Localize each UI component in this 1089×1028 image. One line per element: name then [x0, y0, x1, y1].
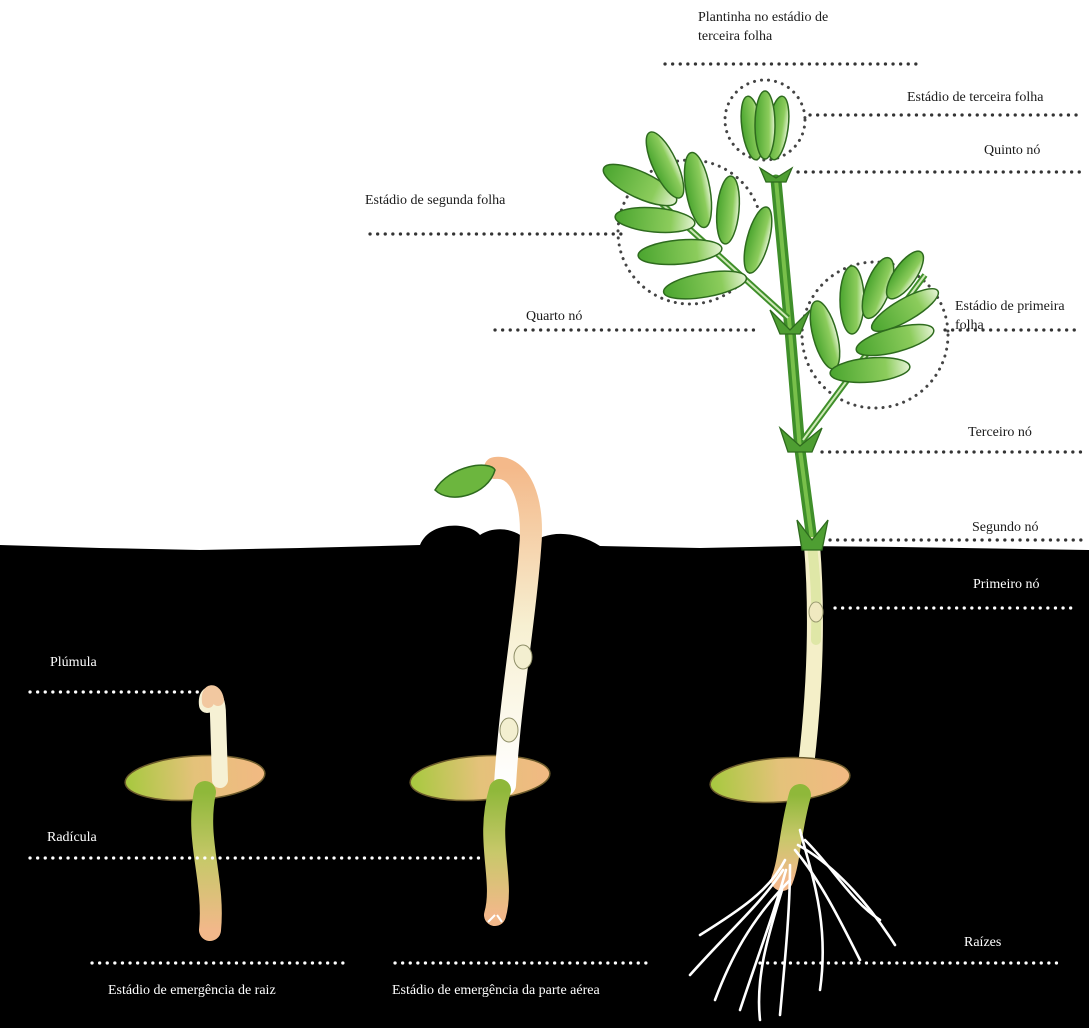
third-leaf	[738, 91, 793, 161]
label-radicle: Radícula	[47, 828, 97, 847]
label-root-emergence-stage: Estádio de emergência de raiz	[108, 981, 276, 1000]
label-top-title: Plantinha no estádio de terceira folha	[698, 8, 868, 46]
left-radicle	[202, 792, 211, 930]
label-fifth-node: Quinto nó	[984, 141, 1040, 160]
label-fourth-node: Quarto nó	[526, 307, 582, 326]
label-second-node: Segundo nó	[972, 518, 1039, 537]
first-leaf-leaflets	[804, 246, 943, 386]
label-shoot-emergence-stage: Estádio de emergência da parte aérea	[392, 981, 600, 1000]
first-node-scale	[809, 602, 823, 622]
label-third-node: Terceiro nó	[968, 423, 1032, 442]
label-second-leaf-stage: Estádio de segunda folha	[365, 191, 505, 210]
label-first-node: Primeiro nó	[973, 575, 1040, 594]
middle-radicle	[494, 790, 500, 915]
middle-hook-leaf	[435, 465, 495, 497]
label-plumule: Plúmula	[50, 653, 97, 672]
middle-node-scale-2	[500, 718, 518, 742]
middle-node-scale-1	[514, 645, 532, 669]
label-third-leaf-stage: Estádio de terceira folha	[907, 88, 1043, 107]
label-roots: Raízes	[964, 933, 1001, 952]
label-first-leaf-stage: Estádio de primeira folha	[955, 297, 1085, 335]
